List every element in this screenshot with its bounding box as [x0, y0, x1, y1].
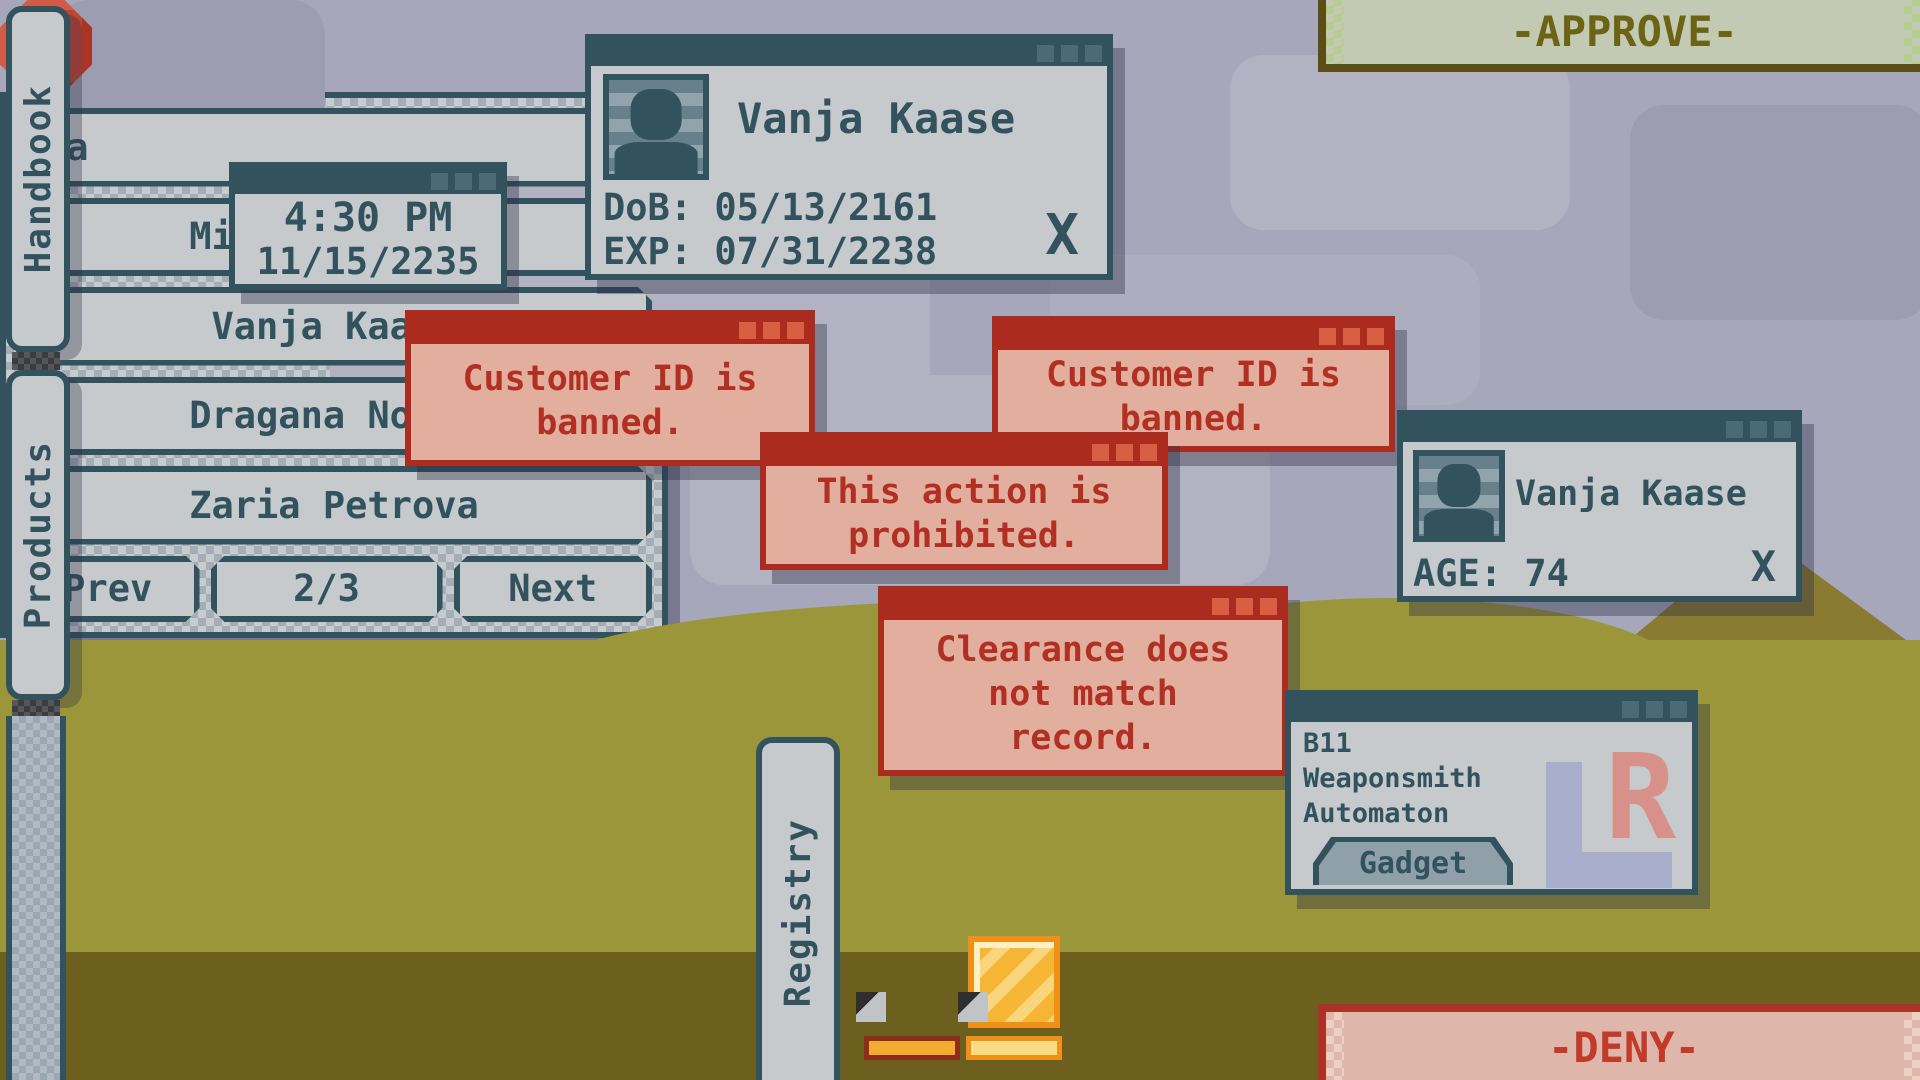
window-button-square [1319, 327, 1336, 345]
window-button-square [1367, 327, 1384, 345]
window-button-square [1343, 327, 1360, 345]
window-button-square [1092, 443, 1109, 461]
glass-nameplate [966, 1036, 1062, 1060]
window-button-square [431, 172, 448, 190]
tab-handbook[interactable]: Handbook [6, 6, 70, 352]
pagination-row: Prev 2/3 Next [16, 556, 652, 623]
alert-window-customer-banned-1: Customer ID is banned. [405, 310, 815, 466]
window-button-square [1037, 44, 1054, 62]
next-button[interactable]: Next [454, 556, 652, 623]
window-button-square [763, 321, 780, 339]
id-photo [1413, 450, 1505, 542]
window-button-square [739, 321, 756, 339]
cloud [1630, 105, 1920, 320]
empty-tab-slot [6, 716, 66, 1080]
window-button-square [1260, 597, 1277, 615]
id-exp: EXP: 07/31/2238 [603, 230, 938, 273]
page-indicator: 2/3 [211, 556, 443, 623]
category-tag: Gadget [1313, 837, 1513, 885]
alert-window-action-prohibited: This action is prohibited. [760, 432, 1168, 570]
product-code: B11 [1303, 728, 1352, 759]
id-photo [603, 74, 709, 180]
age-card-window: Vanja Kaase AGE: 74 X [1397, 410, 1802, 602]
cloud [1230, 55, 1570, 230]
alert-titlebar[interactable] [411, 316, 809, 344]
price-tag-icon [856, 992, 886, 1022]
window-button-square [1085, 44, 1102, 62]
window-button-square [787, 321, 804, 339]
window-button-square [1116, 443, 1133, 461]
approve-button[interactable]: -APPROVE- [1318, 0, 1920, 72]
price-tag-icon [958, 992, 988, 1022]
tab-registry-label: Registry [777, 818, 819, 1008]
alert-titlebar[interactable] [998, 322, 1389, 350]
clock-titlebar[interactable] [235, 168, 501, 194]
logo-l-horizontal [1546, 852, 1672, 888]
window-button-square [479, 172, 496, 190]
clock-date: 11/15/2235 [256, 239, 480, 283]
age-card-titlebar[interactable] [1403, 416, 1796, 442]
id-card-titlebar[interactable] [591, 40, 1107, 66]
product-info: B11 Weaponsmith Automaton [1303, 726, 1482, 831]
alert-text: Clearance does not match record. [935, 630, 1231, 758]
alert-text: This action is prohibited. [816, 472, 1112, 556]
window-button-square [1622, 700, 1639, 718]
alert-text: Customer ID is banned. [462, 359, 758, 443]
close-icon[interactable]: X [1045, 203, 1079, 268]
window-button-square [1646, 700, 1663, 718]
medallion-nameplate [864, 1036, 960, 1060]
clock-time: 4:30 PM [283, 194, 453, 241]
deny-button[interactable]: -DENY- [1318, 1004, 1920, 1080]
product-card-window: B11 Weaponsmith Automaton Gadget R [1285, 690, 1698, 895]
age-card-age: AGE: 74 [1413, 552, 1569, 595]
product-card-titlebar[interactable] [1291, 696, 1692, 722]
window-button-square [455, 172, 472, 190]
window-button-square [1061, 44, 1078, 62]
alert-titlebar[interactable] [766, 438, 1162, 466]
alert-window-clearance-mismatch: Clearance does not match record. [878, 586, 1288, 776]
person-silhouette-icon [1419, 456, 1499, 536]
list-item[interactable]: Zaria Petrova [16, 466, 652, 545]
window-button-square [1726, 420, 1743, 438]
id-dob: DoB: 05/13/2161 [603, 186, 938, 229]
id-card-window: Vanja Kaase DoB: 05/13/2161 EXP: 07/31/2… [585, 34, 1113, 280]
age-card-name: Vanja Kaase [1515, 474, 1747, 514]
category-tag-label: Gadget [1319, 842, 1507, 885]
window-button-square [1236, 597, 1253, 615]
alert-titlebar[interactable] [884, 592, 1282, 620]
tab-handbook-label: Handbook [17, 84, 59, 274]
clock-window: 4:30 PM 11/15/2235 [229, 162, 507, 290]
window-button-square [1670, 700, 1687, 718]
logo-letter: R [1604, 728, 1676, 866]
person-silhouette-icon [609, 80, 703, 174]
tab-products[interactable]: Products [6, 370, 70, 700]
id-name: Vanja Kaase [737, 94, 1016, 143]
window-button-square [1750, 420, 1767, 438]
product-name-line2: Automaton [1303, 798, 1450, 830]
product-name-line1: Weaponsmith [1303, 763, 1482, 795]
tab-connector [12, 700, 60, 716]
window-button-square [1212, 597, 1229, 615]
window-button-square [1140, 443, 1157, 461]
tab-connector [12, 352, 60, 370]
window-button-square [1774, 420, 1791, 438]
brand-logo-icon: R [1546, 738, 1676, 888]
tab-registry[interactable]: Registry [756, 737, 840, 1080]
tab-products-label: Products [17, 440, 59, 630]
close-icon[interactable]: X [1750, 542, 1776, 591]
